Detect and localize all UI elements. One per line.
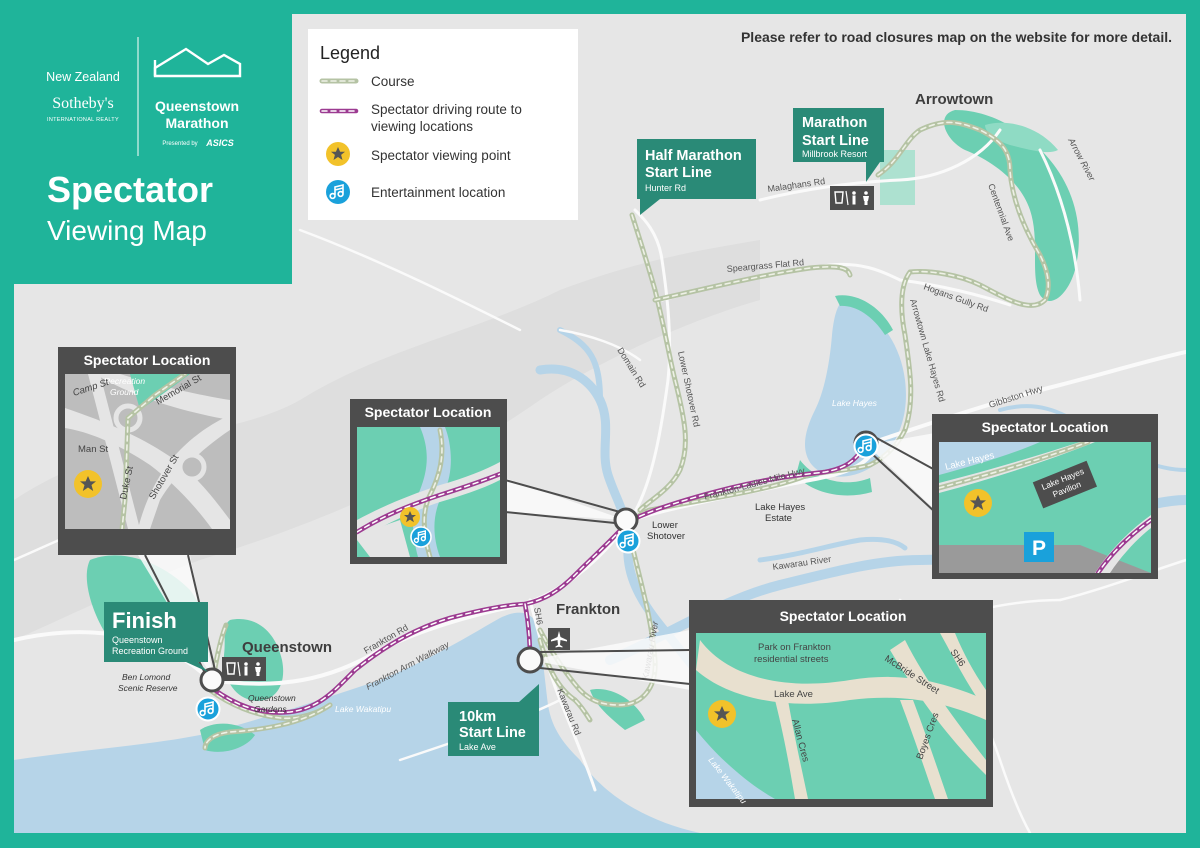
place-lower-shotover-2: Shotover <box>647 531 685 542</box>
star-icon <box>708 700 736 728</box>
place-lower-shotover-1: Lower <box>652 520 678 531</box>
sponsor-line1: New Zealand <box>46 70 120 84</box>
svg-text:Start Line: Start Line <box>802 133 869 149</box>
legend-item-entertainment: Entertainment location <box>371 185 505 200</box>
place-ben-lomond-2: Scenic Reserve <box>118 683 178 693</box>
music-icon <box>615 528 641 554</box>
star-icon <box>326 142 350 166</box>
inset-title: Spectator Location <box>84 352 211 368</box>
inset-shotover: Spectator Location <box>350 399 507 564</box>
park-arrowtown-north <box>985 122 1058 153</box>
facilities-icon <box>222 657 266 681</box>
inset-title: Spectator Location <box>780 608 907 624</box>
inset-title: Spectator Location <box>365 404 492 420</box>
inset-frankton: Spectator Location Park on Frankton resi… <box>689 600 993 807</box>
inset-title: Spectator Location <box>982 419 1109 435</box>
legend-item-course: Course <box>371 74 415 89</box>
svg-text:Half Marathon: Half Marathon <box>645 148 742 164</box>
svg-text:Marathon: Marathon <box>802 115 867 131</box>
park-lake-hayes <box>835 295 893 335</box>
star-icon <box>964 489 992 517</box>
music-icon <box>195 696 221 722</box>
half-marathon-start-tag: Half Marathon Start Line Hunter Rd <box>637 139 756 215</box>
road-label-sh6: SH6 <box>532 607 545 626</box>
svg-text:Ground: Ground <box>110 387 139 397</box>
park-frankton-golf <box>590 689 645 730</box>
place-lake-hayes-estate-1: Lake Hayes <box>755 502 805 513</box>
inset-queenstown: Spectator Location Recreation Ground Cam… <box>58 347 236 555</box>
inset-lake-hayes: Spectator Location Lake Hayes Lake Hayes… <box>932 414 1158 579</box>
event-line1: Queenstown <box>155 98 239 114</box>
road-closure-notice: Please refer to road closures map on the… <box>741 29 1172 45</box>
star-icon <box>74 470 102 498</box>
airport-icon <box>548 628 570 650</box>
place-frankton: Frankton <box>556 601 620 618</box>
svg-text:Recreation Ground: Recreation Ground <box>112 646 188 656</box>
music-icon <box>326 180 350 204</box>
music-icon <box>410 526 432 548</box>
place-qt-gardens-1: Queenstown <box>248 693 296 703</box>
marathon-start-tag: Marathon Start Line Millbrook Resort <box>793 108 884 182</box>
road-network <box>14 128 1186 833</box>
svg-text:Man St: Man St <box>78 444 108 455</box>
svg-text:10km: 10km <box>459 709 496 725</box>
svg-text:Finish: Finish <box>112 608 177 633</box>
place-qt-gardens-2: Gardens <box>254 704 287 714</box>
legend-item-viewing: Spectator viewing point <box>371 148 511 163</box>
driving-route <box>209 442 868 715</box>
place-lake-hayes-estate-2: Estate <box>765 513 792 524</box>
svg-text:residential streets: residential streets <box>754 654 829 665</box>
svg-text:Lake Ave: Lake Ave <box>774 689 813 700</box>
svg-text:Queenstown: Queenstown <box>112 635 163 645</box>
presenter-logo: ASICS <box>205 138 234 148</box>
sponsor-line2: Sotheby's <box>52 95 114 112</box>
mountain-logo-icon <box>153 47 242 78</box>
lake-hayes <box>804 300 906 477</box>
park-lake-hayes-south <box>796 460 872 496</box>
parking-icon: P <box>1024 532 1054 562</box>
sponsor-line3: INTERNATIONAL REALTY <box>47 117 119 123</box>
legend-item-drive-2: viewing locations <box>371 119 473 134</box>
legend-heading: Legend <box>320 43 380 63</box>
music-icon <box>853 433 879 459</box>
page-title-line1: Spectator <box>47 169 213 210</box>
finish-tag: Finish Queenstown Recreation Ground <box>104 602 208 672</box>
svg-text:Millbrook Resort: Millbrook Resort <box>802 149 868 159</box>
place-queenstown: Queenstown <box>242 639 332 656</box>
svg-text:Start Line: Start Line <box>645 165 712 181</box>
svg-text:Recreation: Recreation <box>104 376 145 386</box>
shotover-river-upper <box>557 327 603 403</box>
svg-text:Lake Ave: Lake Ave <box>459 742 496 752</box>
legend-item-drive-1: Spectator driving route to <box>371 102 522 117</box>
svg-text:P: P <box>1032 537 1046 560</box>
presented-by: Presented by <box>162 141 197 147</box>
svg-text:Park on Frankton: Park on Frankton <box>758 642 831 653</box>
star-icon <box>400 507 420 527</box>
kawarau-river-branch <box>757 536 908 563</box>
page-title-line2: Viewing Map <box>47 215 207 246</box>
place-arrowtown: Arrowtown <box>915 91 993 108</box>
svg-text:Hunter Rd: Hunter Rd <box>645 183 686 193</box>
event-line2: Marathon <box>166 115 229 131</box>
place-lake-hayes: Lake Hayes <box>832 398 878 408</box>
branding: New Zealand Sotheby's INTERNATIONAL REAL… <box>46 37 242 156</box>
place-ben-lomond-1: Ben Lomond <box>122 672 170 682</box>
facilities-icon <box>830 186 874 210</box>
tenk-start-tag: 10km Start Line Lake Ave <box>448 684 539 756</box>
place-lake-wakatipu: Lake Wakatipu <box>335 704 391 714</box>
legend: Legend Course Spectator driving route to… <box>308 29 578 220</box>
svg-text:Start Line: Start Line <box>459 725 526 741</box>
